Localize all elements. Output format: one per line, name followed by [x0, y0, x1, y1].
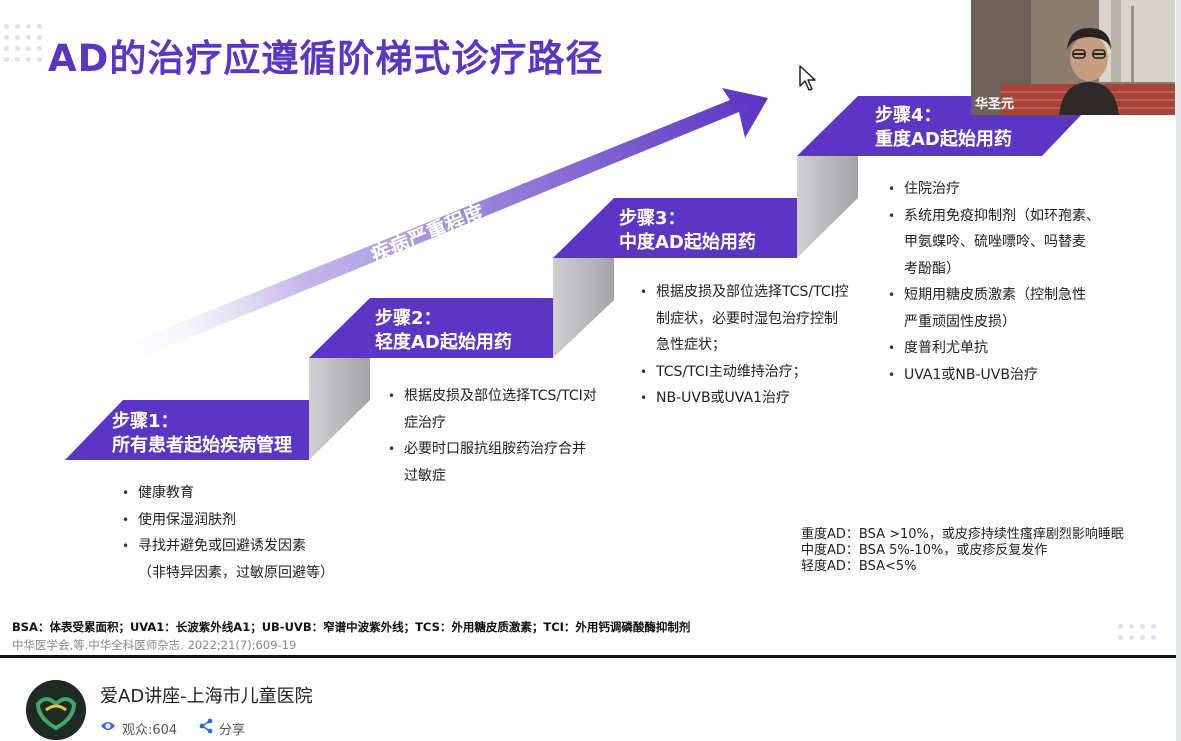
step-riser [553, 258, 614, 358]
list-item: 使用保湿润肤剂 [122, 507, 334, 534]
severity-arrow-label: 疾病严重程度 [367, 200, 488, 268]
list-item: 必要时口服抗组胺药治疗合并 过敏症 [388, 436, 597, 489]
severity-definition: 轻度AD：BSA<5% [801, 559, 917, 574]
citation: 中华医学会,等.中华全科医师杂志. 2022;21(7):609-19 [12, 638, 297, 652]
severity-definition: 重度AD：BSA >10%，或皮疹持续性瘙痒剧烈影响睡眠 [801, 527, 1124, 542]
eye-icon [101, 722, 115, 730]
step-riser [797, 156, 858, 258]
share-icon[interactable] [198, 718, 214, 734]
window-edge [1176, 0, 1181, 741]
divider [0, 655, 1176, 658]
severity-arrow [100, 88, 768, 372]
severity-definition: 中度AD：BSA 5%-10%，或皮疹反复发作 [801, 543, 1048, 558]
step-3-bullets: 根据皮损及部位选择TCS/TCI控 制症状，必要时湿包治疗控制 急性症状； TC… [640, 279, 849, 412]
list-item: 根据皮损及部位选择TCS/TCI控 制症状，必要时湿包治疗控制 急性症状； [640, 279, 849, 359]
channel-logo-icon [26, 680, 86, 740]
list-item: 系统用免疫抑制剂（如环孢素、 甲氨蝶呤、硫唑嘌呤、吗替麦 考酚酯） [888, 203, 1100, 283]
step-1-title: 步骤1： 所有患者起始疾病管理 [112, 411, 292, 456]
webcam-video[interactable] [971, 0, 1175, 115]
list-item: TCS/TCI主动维持治疗； [640, 359, 849, 386]
step-1-bullets: 健康教育 使用保湿润肤剂 寻找并避免或回避诱发因素 （非特异因素，过敏原回避等） [122, 480, 334, 586]
share-button[interactable]: 分享 [219, 723, 246, 738]
dot-pattern-decoration [1118, 624, 1159, 643]
step-2-title: 步骤2： 轻度AD起始用药 [375, 308, 512, 353]
stream-title: 爱AD讲座-上海市儿童医院 [100, 686, 313, 707]
step-2-bar [309, 298, 553, 358]
step-3-title: 步骤3： 中度AD起始用药 [619, 208, 756, 253]
list-item: 度普利尤单抗 [888, 335, 1100, 362]
step-riser [309, 358, 370, 460]
abbreviation-footnote: BSA：体表受累面积；UVA1：长波紫外线A1；UB-UVB：窄谱中波紫外线；T… [12, 620, 691, 634]
staircase-diagram: 疾病严重程度 [65, 88, 1082, 460]
stream-info-bar: 爱AD讲座-上海市儿童医院 观众:604 分享 [0, 658, 1176, 741]
list-item: 短期用糖皮质激素（控制急性 严重顽固性皮损） [888, 282, 1100, 335]
list-item: 寻找并避免或回避诱发因素 （非特异因素，过敏原回避等） [122, 533, 334, 586]
step-4-bullets: 住院治疗 系统用免疫抑制剂（如环孢素、 甲氨蝶呤、硫唑嘌呤、吗替麦 考酚酯） 短… [888, 176, 1100, 388]
list-item: 住院治疗 [888, 176, 1100, 203]
dot-pattern-decoration [4, 24, 45, 65]
step-3-bar [553, 198, 797, 258]
webcam-frame [971, 0, 1175, 115]
list-item: 根据皮损及部位选择TCS/TCI对 症治疗 [388, 383, 597, 436]
list-item: UVA1或NB-UVB治疗 [888, 362, 1100, 389]
list-item: NB-UVB或UVA1治疗 [640, 385, 849, 412]
slide-title: AD的治疗应遵循阶梯式诊疗路径 [48, 37, 604, 80]
list-item: 健康教育 [122, 480, 334, 507]
step-2-bullets: 根据皮损及部位选择TCS/TCI对 症治疗 必要时口服抗组胺药治疗合并 过敏症 [388, 383, 597, 489]
viewer-count: 观众:604 [122, 723, 178, 738]
mouse-pointer-icon [799, 65, 816, 91]
step-1-bar [65, 400, 309, 460]
step-4-title: 步骤4： 重度AD起始用药 [875, 105, 1012, 150]
speaker-name: 华圣元 [975, 97, 1015, 112]
channel-avatar[interactable] [26, 680, 86, 740]
